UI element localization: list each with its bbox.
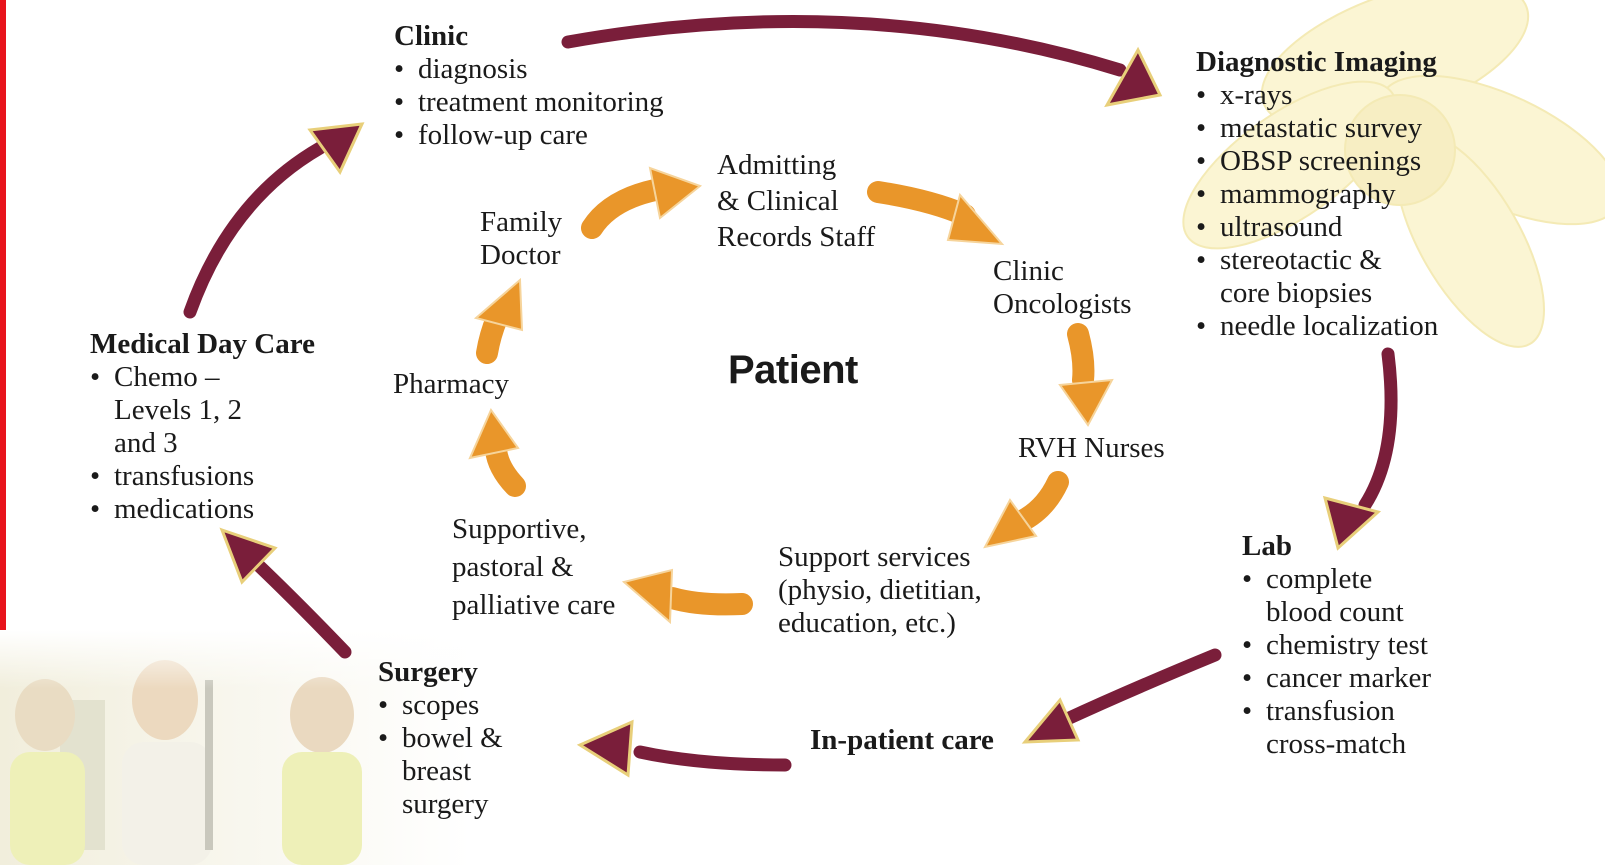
list-item: medications	[90, 493, 350, 526]
outer-cycle-arrows	[183, 15, 1398, 772]
inner-arrow-heads	[468, 166, 1114, 625]
head-inpatient	[1021, 697, 1081, 744]
outer-arrow-heads	[219, 46, 1382, 778]
oncologists-label: Clinic Oncologists	[993, 255, 1132, 320]
list-item: scopes	[378, 689, 588, 722]
surgery-title: Surgery	[378, 656, 478, 688]
arrow-imaging-to-lab	[1358, 347, 1398, 512]
head-daycare	[219, 527, 278, 585]
daycare-list: Chemo – Levels 1, 2 and 3 transfusions m…	[90, 361, 350, 526]
nurses-label: RVH Nurses	[1018, 432, 1165, 464]
list-item: treatment monitoring	[394, 86, 664, 119]
arrow-nurses-to-support	[1009, 471, 1069, 533]
arrow-lab-to-inpatient	[1058, 648, 1222, 727]
clinic-block: Clinic diagnosis treatment monitoring fo…	[394, 20, 664, 152]
list-item: bowel & breast surgery	[378, 722, 552, 821]
daycare-title: Medical Day Care	[90, 328, 315, 360]
arrow-clinic-to-imaging	[561, 15, 1127, 77]
list-item: stereotactic & core biopsies	[1196, 244, 1420, 310]
list-item: diagnosis	[394, 53, 664, 86]
imaging-title: Diagnostic Imaging	[1196, 46, 1437, 78]
clinic-title: Clinic	[394, 20, 469, 52]
list-item: mammography	[1196, 178, 1476, 211]
arrow-supportive-to-pharmacy	[485, 439, 526, 497]
head-clinic	[307, 122, 365, 175]
arrow-support-to-supportive	[661, 587, 753, 616]
imaging-block: Diagnostic Imaging x-rays metastatic sur…	[1196, 46, 1476, 343]
surgery-block: Surgery scopes bowel & breast surgery	[378, 656, 588, 821]
surgery-list: scopes bowel & breast surgery	[378, 689, 588, 821]
list-item: metastatic survey	[1196, 112, 1476, 145]
staff-photo	[0, 630, 470, 865]
list-item: ultrasound	[1196, 211, 1476, 244]
list-item: transfusion cross-match	[1242, 695, 1426, 761]
list-item: needle localization	[1196, 310, 1476, 343]
lab-list: complete blood count chemistry test canc…	[1242, 563, 1462, 761]
list-item: complete blood count	[1242, 563, 1426, 629]
list-item: cancer marker	[1242, 662, 1462, 695]
list-item: transfusions	[90, 460, 350, 493]
arrow-admitting-to-oncologists	[867, 181, 976, 226]
arrow-daycare-to-clinic	[183, 141, 327, 319]
admitting-label: Admitting & Clinical Records Staff	[717, 149, 876, 253]
head-surgery	[576, 719, 634, 778]
lab-title: Lab	[1242, 530, 1292, 562]
list-item: chemistry test	[1242, 629, 1462, 662]
supportive-care-label: Supportive, pastoral & palliative care	[452, 513, 616, 621]
clinic-list: diagnosis treatment monitoring follow-up…	[394, 53, 664, 152]
list-item: follow-up care	[394, 119, 664, 152]
arrow-inpatient-to-surgery	[633, 745, 792, 772]
arrow-surgery-to-daycare	[248, 555, 352, 659]
daycare-block: Medical Day Care Chemo – Levels 1, 2 and…	[90, 328, 350, 526]
list-item: Chemo – Levels 1, 2 and 3	[90, 361, 244, 460]
arrow-oncologists-to-nurses	[1067, 323, 1095, 391]
list-item: OBSP screenings	[1196, 145, 1476, 178]
inpatient-title: In-patient care	[810, 724, 994, 756]
list-item: x-rays	[1196, 79, 1476, 112]
arrow-family-to-admitting	[581, 179, 666, 239]
family-doctor-label: Family Doctor	[480, 206, 563, 271]
head-imaging	[1104, 46, 1163, 108]
lab-block: Lab complete blood count chemistry test …	[1242, 530, 1462, 761]
imaging-list: x-rays metastatic survey OBSP screenings…	[1196, 79, 1476, 343]
head-lab	[1322, 495, 1382, 551]
support-services-label: Support services (physio, dietitian, edu…	[778, 541, 982, 639]
pharmacy-label: Pharmacy	[393, 368, 509, 400]
patient-label: Patient	[728, 348, 858, 392]
red-edge-bar	[0, 0, 6, 630]
